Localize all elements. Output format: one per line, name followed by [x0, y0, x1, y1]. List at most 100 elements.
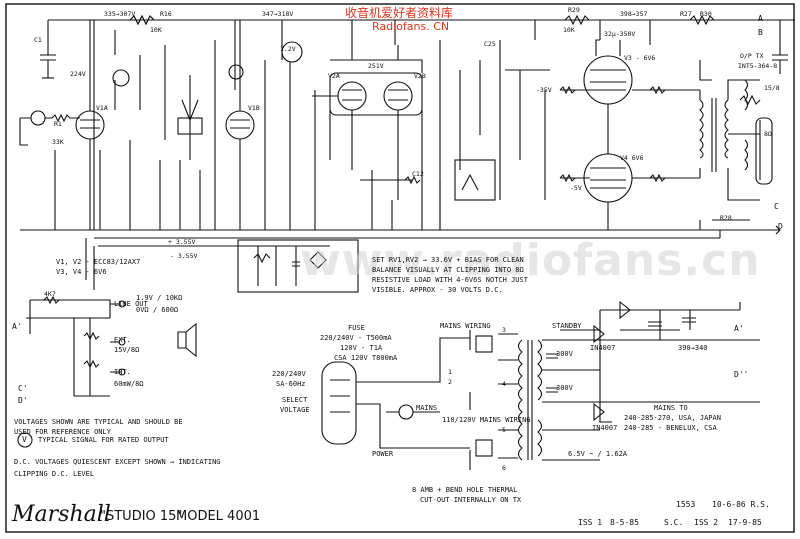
issue-ref-date: 10-6-86 R.S. [712, 500, 770, 509]
label-v-251: 251V [368, 62, 384, 70]
label-v-neg35: -35V [536, 86, 552, 94]
label-c12: C12 [412, 170, 424, 178]
issue-ref: 1553 [676, 500, 696, 509]
label-v-224: 224V [70, 70, 86, 78]
label-v1b: V1B [248, 104, 260, 112]
label-hv-a-prime: A' [734, 324, 744, 333]
label-node-3: 3 [502, 326, 506, 334]
label-hv-d-prime: D'' [734, 370, 749, 379]
note-mains-volts-1: MAINS TO [654, 404, 688, 412]
label-v-347: 347→318V [262, 10, 294, 18]
label-cap-note: 32μ-350V [604, 30, 636, 38]
label-r29-val: 10K [563, 26, 575, 34]
note-sec-1: 300V [556, 350, 573, 358]
label-8-ohm: 8Ω [764, 130, 772, 138]
note-voltages-2: USED FOR REFERENCE ONLY [14, 428, 111, 436]
note-bias-2: BALANCE VISUALLY AT CLIPPING INTO 8Ω [372, 266, 524, 274]
site-watermark-latin: Radiofans. CN [372, 20, 450, 33]
issue-1-label: ISS 1 [578, 518, 603, 527]
label-r16: R16 [160, 10, 172, 18]
issue-2-date: 17-9-85 [728, 518, 762, 527]
note-thermal-1: 8 AMB + BEND HOLE THERMAL [412, 486, 518, 494]
note-v-390: 390→340 [678, 344, 708, 352]
note-supply-2: SA-60Hz [276, 380, 306, 388]
note-line-out-val: 1.9V / 10KΩ [136, 294, 183, 302]
note-dc-2: CLIPPING D.C. LEVEL [14, 470, 95, 478]
note-valves-2: V3, V4 - 6V6 [56, 268, 107, 276]
label-node-6: 6 [502, 464, 506, 472]
background-watermark: www.radiofans.cn [300, 235, 761, 286]
note-in4007: IN4007 [590, 344, 616, 352]
label-rail-neg: - 3.55V [170, 252, 198, 260]
label-node-4: 4 [502, 380, 506, 388]
label-r1-val: 33K [52, 138, 64, 146]
label-r16-val: 10K [150, 26, 162, 34]
note-fuse-2: 120V - T1A [340, 344, 383, 352]
note-line-out: LINE OUT [114, 300, 148, 308]
label-r27: R27 [680, 10, 692, 18]
label-node-b: B [758, 28, 763, 37]
issue-2-label: ISS 2 [694, 518, 719, 527]
note-typical-signal: TYPICAL SIGNAL FOR RATED OUTPUT [38, 436, 169, 444]
label-hv-c: C' [18, 384, 28, 393]
site-watermark-chinese: 收音机爱好者资料库 [345, 6, 454, 20]
bias-supply [237, 239, 359, 293]
label-hv-d2: D' [18, 396, 28, 405]
label-ohm-15: 15/8 [764, 84, 780, 92]
note-voltages-1: VOLTAGES SHOWN ARE TYPICAL AND SHOULD BE [14, 418, 183, 426]
label-v4: V4 6V6 [620, 154, 644, 162]
note-fuse-3: CSA 120V T800mA [334, 354, 398, 362]
label-node-a: A [758, 14, 763, 23]
label-v2a: V2A [328, 72, 340, 80]
note-supply-1: 220/240V [272, 370, 306, 378]
label-v-398: 398→357 [620, 10, 648, 18]
label-c25: C25 [484, 40, 496, 48]
note-mains: MAINS [416, 404, 438, 412]
note-mains-wiring: MAINS WIRING [440, 322, 491, 330]
label-node-2: 2 [448, 378, 452, 386]
label-v-335: 335→307V [104, 10, 136, 18]
note-valves-1: V1, V2 - ECC83/12AX7 [56, 258, 141, 266]
note-int-val: 60mW/8Ω [114, 380, 144, 388]
note-thermal-2: CUT-OUT INTERNALLY ON TX [420, 496, 522, 504]
label-node-5: 5 [502, 426, 506, 434]
model-name: "STUDIO 15" [100, 509, 183, 524]
label-v-neg5: -5V [570, 184, 582, 192]
note-bias-1: SET RV1,RV2 → 33.6V + BIAS FOR CLEAN [372, 256, 524, 264]
label-hv-a: A' [12, 322, 22, 331]
note-line-out-load: 0VΩ / 600Ω [136, 306, 179, 314]
note-bias-4: VISIBLE. APPROX - 30 VOLTS D.C. [372, 286, 503, 294]
label-c1: C1 [34, 36, 42, 44]
note-v-symbol: V [22, 435, 27, 444]
note-power: POWER [372, 450, 394, 458]
note-fuse-1: 220/240V - T500mA [320, 334, 392, 342]
issue-sc-label: S.C. [664, 518, 684, 527]
note-mains-volts-3: 240-285 - BENELUX, CSA [624, 424, 717, 432]
label-r29: R29 [568, 6, 580, 14]
label-v-1v2: 1.2V [280, 45, 296, 53]
note-select: SELECT [282, 396, 308, 404]
note-mains-volts-2: 240-285-270, USA, JAPAN [624, 414, 721, 422]
label-node-1: 1 [448, 368, 452, 376]
note-fuse: FUSE [348, 324, 365, 332]
label-node-d: D [778, 222, 783, 231]
label-v1a: V1A [96, 104, 108, 112]
label-r30: R30 [700, 10, 712, 18]
note-heater: 6.5V ~ / 1.62A [568, 450, 628, 458]
note-int: INT. [114, 368, 131, 376]
label-v3: V3 - 6V6 [624, 54, 656, 62]
upper-schematic [19, 14, 795, 290]
note-ext: EXT. [114, 336, 131, 344]
brand-logo: Marshall [12, 502, 111, 527]
label-4k7: 4K7 [44, 290, 56, 298]
model-number: MODEL 4001 [176, 509, 261, 524]
note-bias-3: RESISTIVE LOAD WITH 4-6V6S NOTCH JUST [372, 276, 528, 284]
note-voltage: VOLTAGE [280, 406, 310, 414]
note-in4007b: IN4007 [592, 424, 618, 432]
note-standby: STANDBY [552, 322, 582, 330]
sheet-border [5, 3, 795, 533]
note-mains-wiring-2: 110/120V MAINS WIRING [442, 416, 531, 424]
note-sec-2: 300V [556, 384, 573, 392]
label-r28: R28 [720, 214, 732, 222]
